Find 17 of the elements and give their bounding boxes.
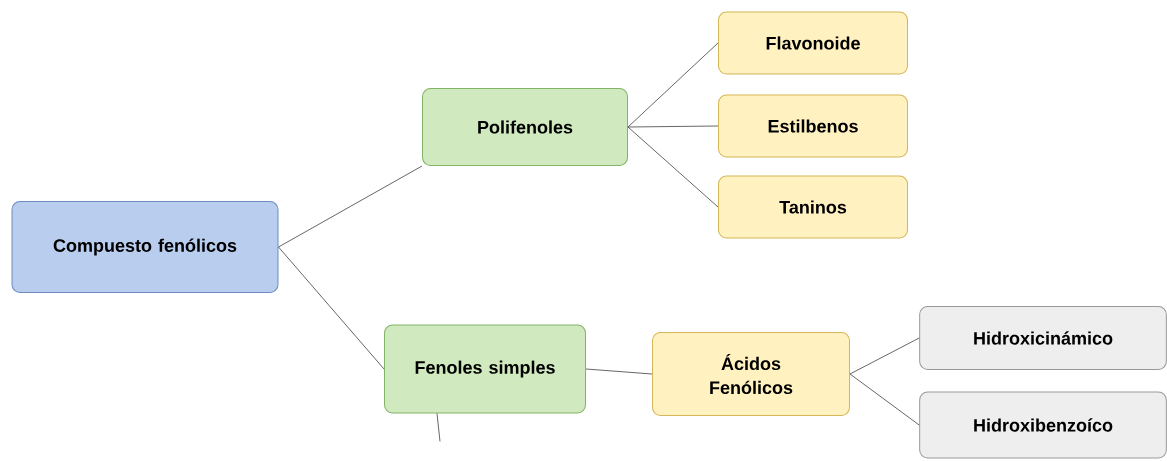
process-box: Compuesto fenólicos [11,201,279,293]
process-box: Estilbenos [718,94,908,158]
connector-line [849,337,920,375]
connector-line [278,165,423,248]
connector-line [585,368,653,375]
process-box: Polifenoles [422,88,628,166]
connector-line [278,246,385,370]
connector-line [627,42,719,128]
process-box: Ácidos Fenólicos [652,332,850,416]
process-box: Hidroxicinámico [919,306,1167,370]
process-box: Taninos [718,175,908,239]
process-box: Flavonoide [718,11,908,75]
connector-line [627,126,719,208]
process-box: Hidroxibenzoíco [919,391,1167,459]
connector-line [849,373,920,426]
connector-line [627,125,719,128]
process-box: Fenoles simples [384,324,586,414]
